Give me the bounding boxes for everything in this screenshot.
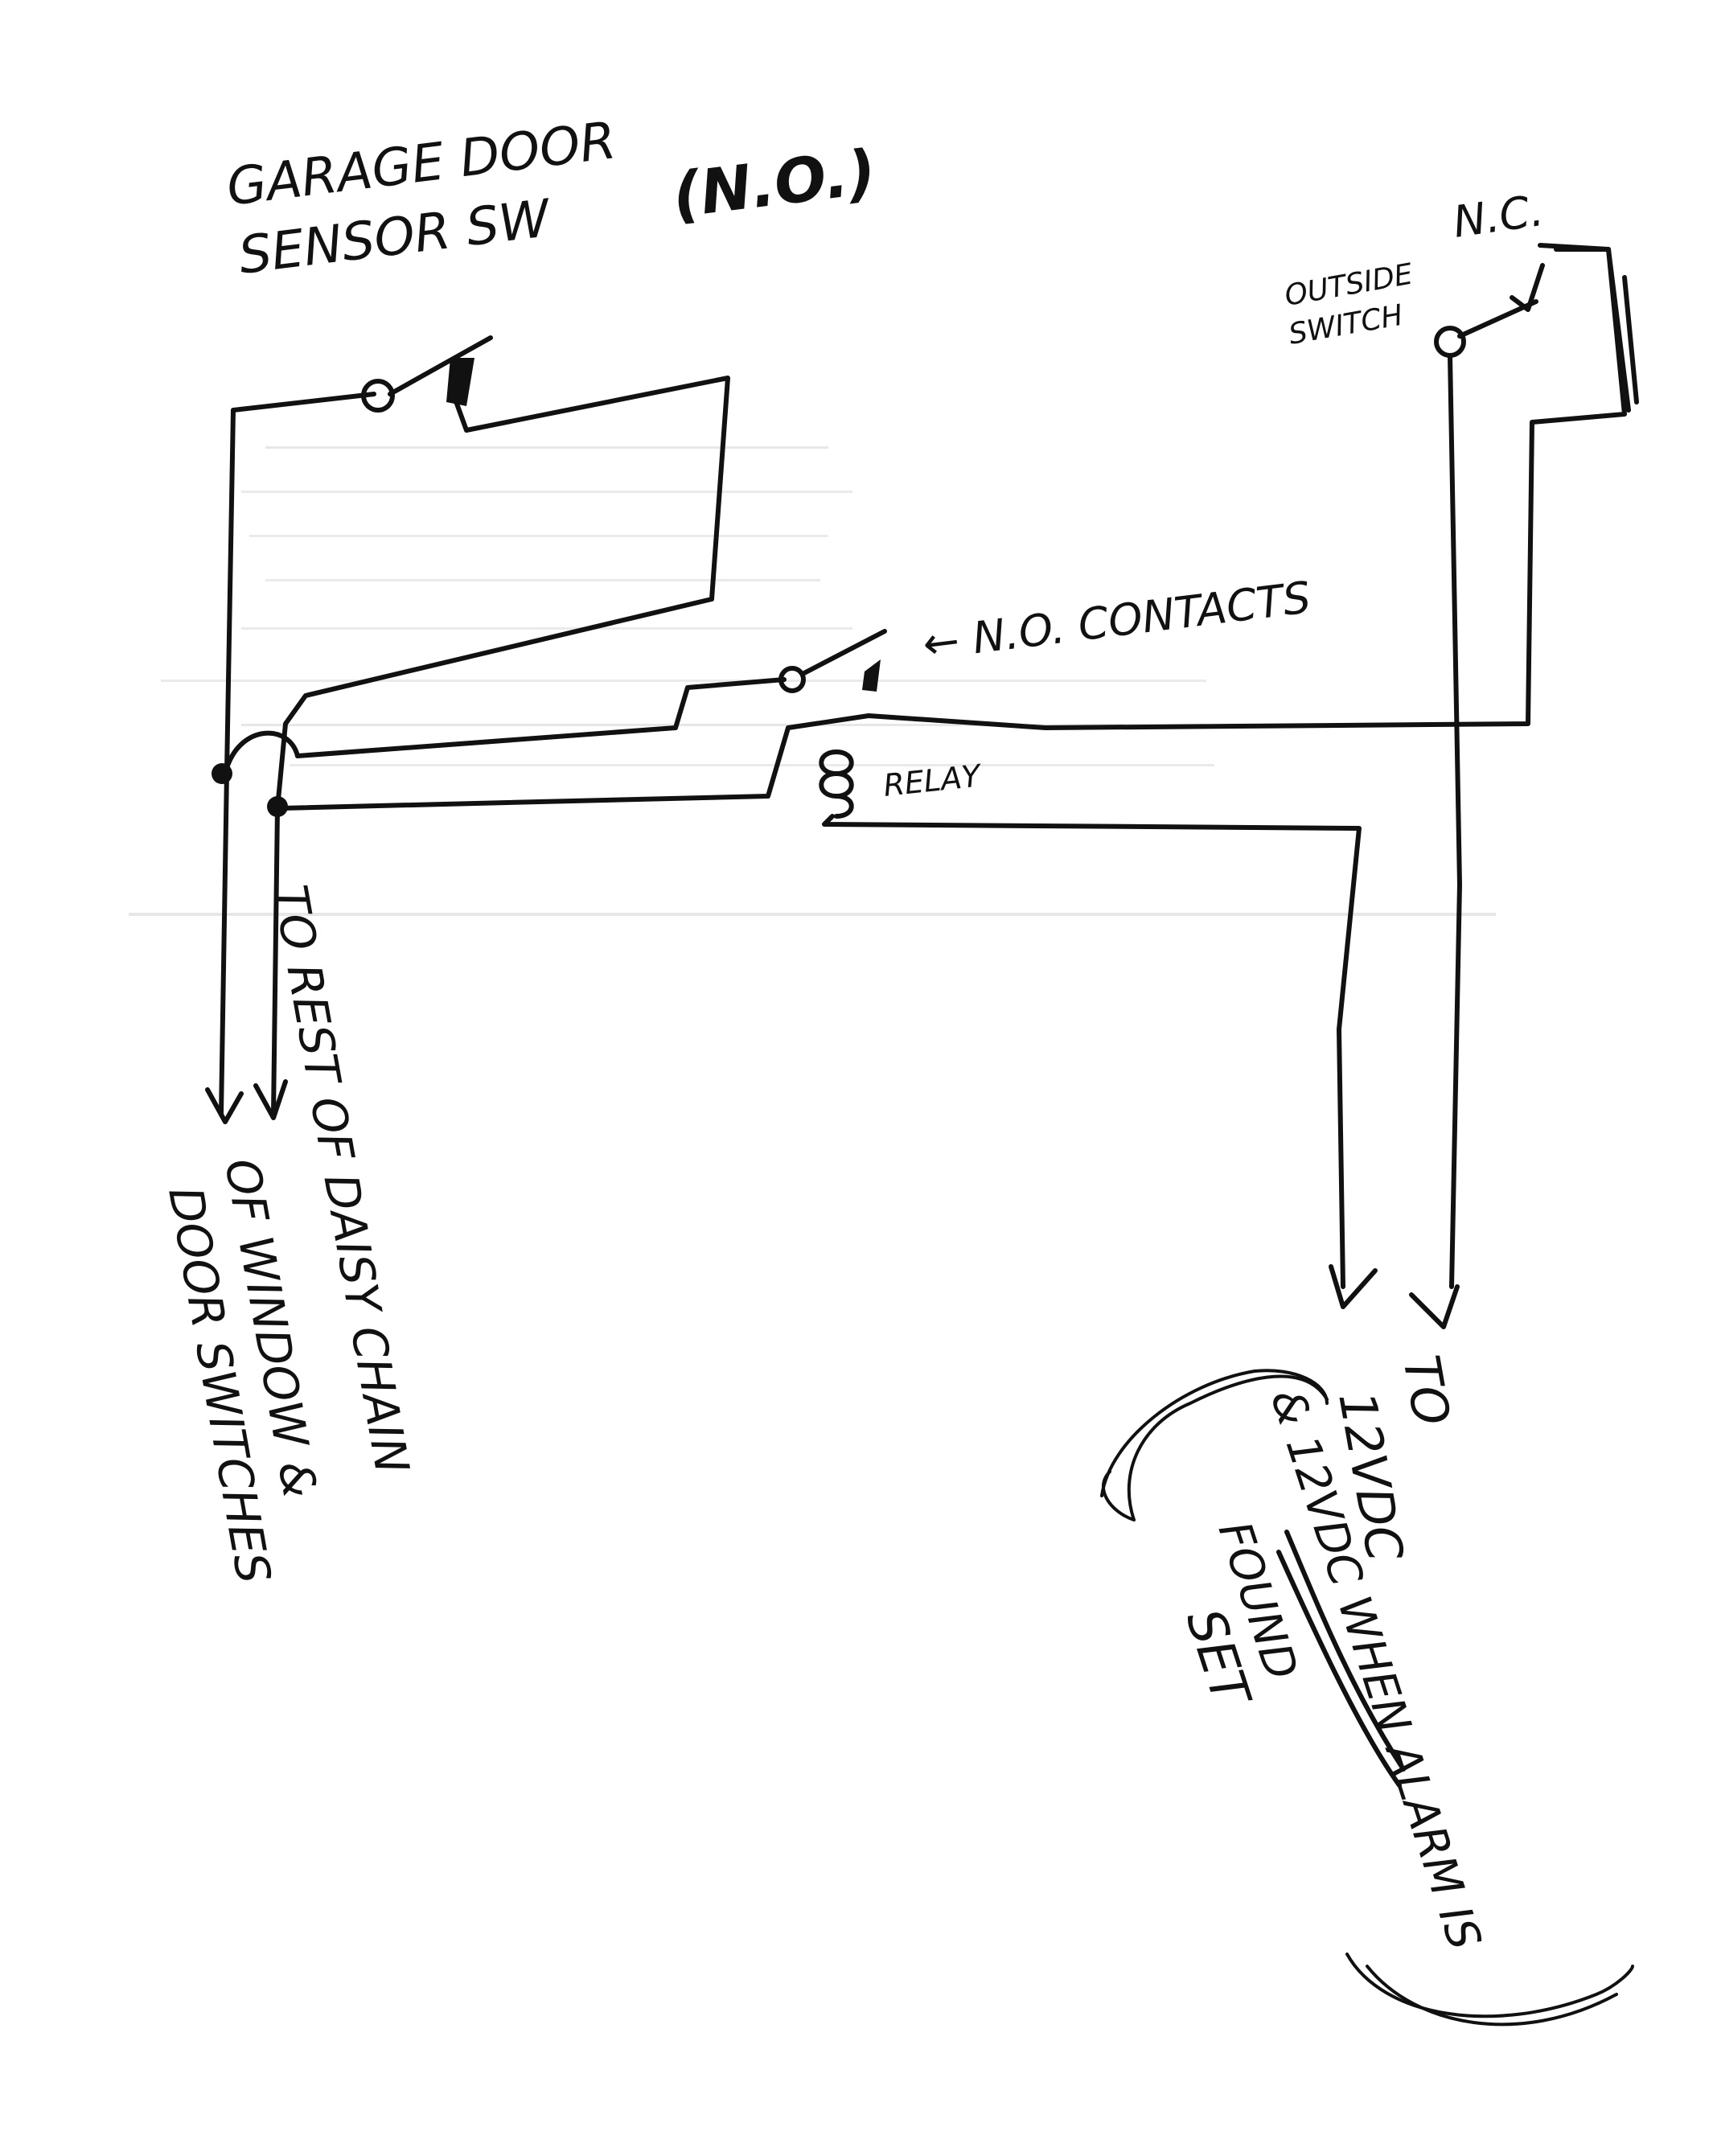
junction-dot [267,796,288,817]
wire-coil-return [822,814,1362,1289]
garage-switch-pivot [361,379,395,413]
no-contacts-label: ← N.O. CONTACTS [920,572,1313,670]
garage-switch-contact [446,358,474,406]
no-contact-pivot [778,666,806,693]
to12-label-line1: TO [1391,1351,1461,1430]
garage-label-line1: GARAGE DOOR [224,111,619,218]
wire-switch-lever [388,335,493,396]
brace-curve-top-2 [1100,1369,1329,1497]
brace-curve-top-3 [1101,1470,1136,1522]
wire-hop [224,730,300,770]
no-contact-lever [800,629,887,676]
copy-speckle [129,446,1496,916]
garage-sensor-loop [219,335,730,1116]
relay-coil [819,749,854,819]
arrow-12vdc-switched [1409,1284,1460,1329]
no-contact-tip [862,659,881,692]
strike-through-2 [1276,1550,1402,1788]
wire-outside-frame [1538,243,1631,413]
relay-circuit [279,247,1627,1309]
wire-to-no-contacts [295,677,787,758]
arrow-left-1 [205,1087,244,1124]
garage-label-no: (N.O.) [668,136,880,232]
wire-left-outer [219,392,376,1116]
strike-through [1284,1530,1406,1772]
wire-outside-down [1448,353,1462,1289]
wire-outside-side [1622,275,1639,405]
outside-switch-pivot [1434,326,1466,358]
wire-switch-return [271,376,730,1116]
brace-curve-bottom-2 [1366,1965,1618,2027]
outside-switch-loop [1409,243,1639,1329]
nc-arrow [1510,263,1545,312]
brace-curve-bottom [1345,1953,1634,2018]
brace-curve-top [1127,1374,1329,1522]
nc-label: N.C. [1450,185,1547,248]
arrow-left-2 [253,1079,288,1120]
arrow-12vdc [1329,1264,1378,1309]
